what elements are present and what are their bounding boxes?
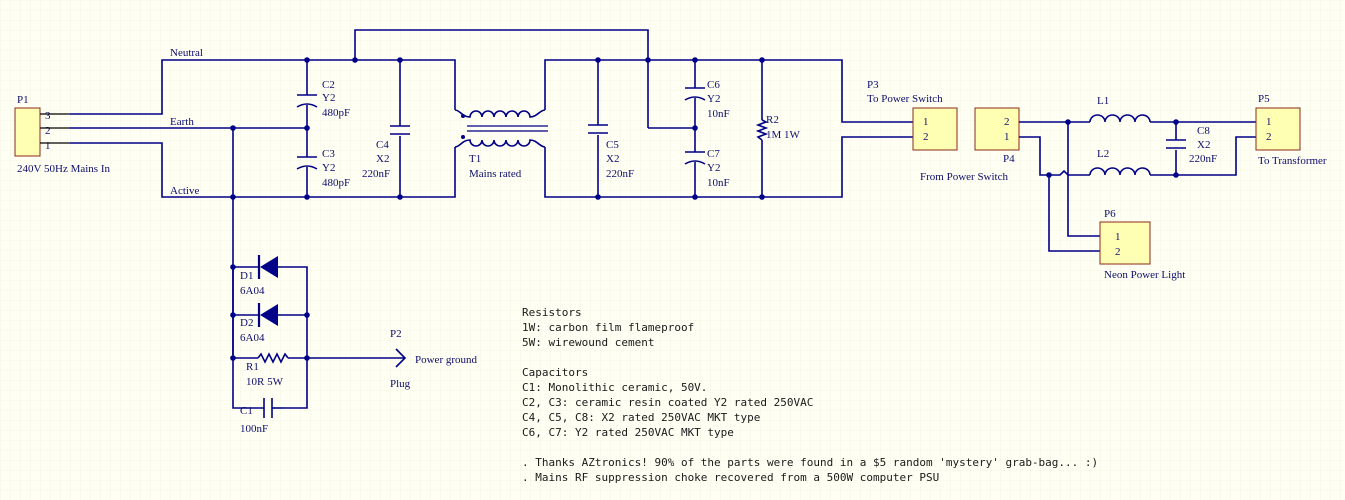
p2-desc: Power ground (415, 354, 478, 366)
svg-text:R2: R2 (766, 114, 779, 126)
svg-text:220nF: 220nF (606, 168, 634, 180)
svg-text:C8: C8 (1197, 125, 1210, 137)
net-earth-label: Earth (170, 116, 194, 128)
note-line: . Thanks AZtronics! 90% of the parts wer… (522, 456, 1098, 469)
connector-p5[interactable]: 1 2 P5 To Transformer (1255, 93, 1327, 167)
svg-text:Y2: Y2 (707, 162, 720, 174)
net-active-label: Active (170, 185, 199, 197)
capacitor-c5[interactable]: C5 X2 220nF (588, 124, 634, 180)
svg-text:T1: T1 (469, 153, 481, 165)
p3-desc: To Power Switch (867, 93, 943, 105)
note-line: 5W: wirewound cement (522, 336, 654, 349)
p1-pin-3: 3 (45, 110, 51, 122)
p5-desc: To Transformer (1258, 155, 1327, 167)
svg-text:1M 1W: 1M 1W (766, 129, 801, 141)
inductor-l2[interactable]: L2 (1089, 148, 1151, 176)
note-line: C1: Monolithic ceramic, 50V. (522, 381, 707, 394)
note-line: . Mains RF suppression choke recovered f… (522, 471, 939, 484)
capacitor-c6[interactable]: C6 Y2 10nF (684, 79, 730, 120)
svg-text:L2: L2 (1097, 148, 1109, 160)
inductor-l1[interactable]: L1 (1089, 95, 1151, 123)
note-line: C4, C5, C8: X2 rated 250VAC MKT type (522, 411, 760, 424)
diode-d1[interactable]: D1 6A04 (240, 255, 278, 297)
note-line: Capacitors (522, 366, 588, 379)
svg-text:6A04: 6A04 (240, 332, 265, 344)
p4-desc: From Power Switch (920, 171, 1009, 183)
svg-text:1: 1 (1266, 116, 1272, 128)
wiring-input (70, 29, 649, 355)
svg-text:220nF: 220nF (1189, 153, 1217, 165)
p6-ref: P6 (1104, 208, 1116, 220)
svg-text:R1: R1 (246, 361, 259, 373)
note-line: 1W: carbon film flameproof (522, 321, 694, 334)
svg-text:2: 2 (923, 131, 929, 143)
svg-text:10nF: 10nF (707, 108, 730, 120)
p1-ref: P1 (17, 94, 29, 106)
svg-text:10R 5W: 10R 5W (246, 376, 284, 388)
note-line: Resistors (522, 306, 582, 319)
svg-text:10nF: 10nF (707, 177, 730, 189)
svg-text:X2: X2 (1197, 139, 1210, 151)
svg-text:X2: X2 (606, 153, 619, 165)
svg-text:C4: C4 (376, 139, 389, 151)
note-line: C2, C3: ceramic resin coated Y2 rated 25… (522, 396, 813, 409)
svg-text:2: 2 (1115, 246, 1121, 258)
resistor-r2[interactable]: R2 1M 1W (755, 114, 801, 141)
diode-d2[interactable]: D2 6A04 (240, 303, 278, 344)
svg-text:C6: C6 (707, 79, 720, 91)
plug-p2[interactable]: P2 Power ground Plug (390, 328, 478, 390)
svg-text:480pF: 480pF (322, 107, 350, 119)
svg-text:D2: D2 (240, 317, 253, 329)
svg-text:C1: C1 (240, 405, 253, 417)
p2-type: Plug (390, 378, 411, 390)
svg-text:X2: X2 (376, 153, 389, 165)
capacitor-c4[interactable]: C4 X2 220nF (362, 125, 410, 180)
capacitor-c2[interactable]: C2 Y2 480pF (296, 79, 350, 119)
connector-p4[interactable]: 2 1 P4 From Power Switch (920, 107, 1020, 183)
p3-ref: P3 (867, 79, 879, 91)
net-neutral-label: Neutral (170, 47, 203, 59)
svg-text:Y2: Y2 (322, 162, 335, 174)
svg-text:100nF: 100nF (240, 423, 268, 435)
capacitor-c7[interactable]: C7 Y2 10nF (684, 148, 730, 189)
svg-text:C7: C7 (707, 148, 720, 160)
svg-text:D1: D1 (240, 270, 253, 282)
p2-ref: P2 (390, 328, 402, 340)
svg-text:6A04: 6A04 (240, 285, 265, 297)
capacitor-c8[interactable]: C8 X2 220nF (1166, 125, 1217, 165)
svg-text:1: 1 (1115, 231, 1121, 243)
svg-text:220nF: 220nF (362, 168, 390, 180)
p5-ref: P5 (1258, 93, 1270, 105)
p4-ref: P4 (1003, 153, 1015, 165)
svg-text:L1: L1 (1097, 95, 1109, 107)
svg-text:1: 1 (1004, 131, 1010, 143)
wiring-ground (230, 264, 405, 409)
wiring-filter (544, 57, 913, 200)
wiring-output (1019, 119, 1256, 252)
capacitor-c1[interactable]: C1 100nF (240, 398, 282, 435)
resistor-r1[interactable]: R1 10R 5W (246, 352, 289, 388)
svg-text:Y2: Y2 (707, 93, 720, 105)
p6-desc: Neon Power Light (1104, 269, 1185, 281)
p1-pin-2: 2 (45, 125, 51, 137)
svg-text:Mains rated: Mains rated (469, 168, 522, 180)
choke-t1[interactable]: T1 Mains rated (454, 109, 548, 180)
capacitor-c3[interactable]: C3 Y2 480pF (296, 148, 350, 189)
connector-p1[interactable]: 3 2 1 P1 240V 50Hz Mains In (14, 94, 110, 175)
svg-text:2: 2 (1004, 116, 1010, 128)
svg-text:2: 2 (1266, 131, 1272, 143)
svg-text:C3: C3 (322, 148, 335, 160)
p1-pin-1: 1 (45, 140, 51, 152)
notes-block: Resistors 1W: carbon film flameproof 5W:… (522, 306, 1098, 484)
svg-text:C5: C5 (606, 139, 619, 151)
connector-p3[interactable]: 1 2 P3 To Power Switch (867, 79, 958, 151)
note-line: C6, C7: Y2 rated 250VAC MKT type (522, 426, 734, 439)
connector-p6[interactable]: 1 2 P6 Neon Power Light (1099, 208, 1185, 281)
p1-desc: 240V 50Hz Mains In (17, 163, 110, 175)
svg-text:480pF: 480pF (322, 177, 350, 189)
svg-text:C2: C2 (322, 79, 335, 91)
svg-text:1: 1 (923, 116, 929, 128)
svg-text:Y2: Y2 (322, 92, 335, 104)
